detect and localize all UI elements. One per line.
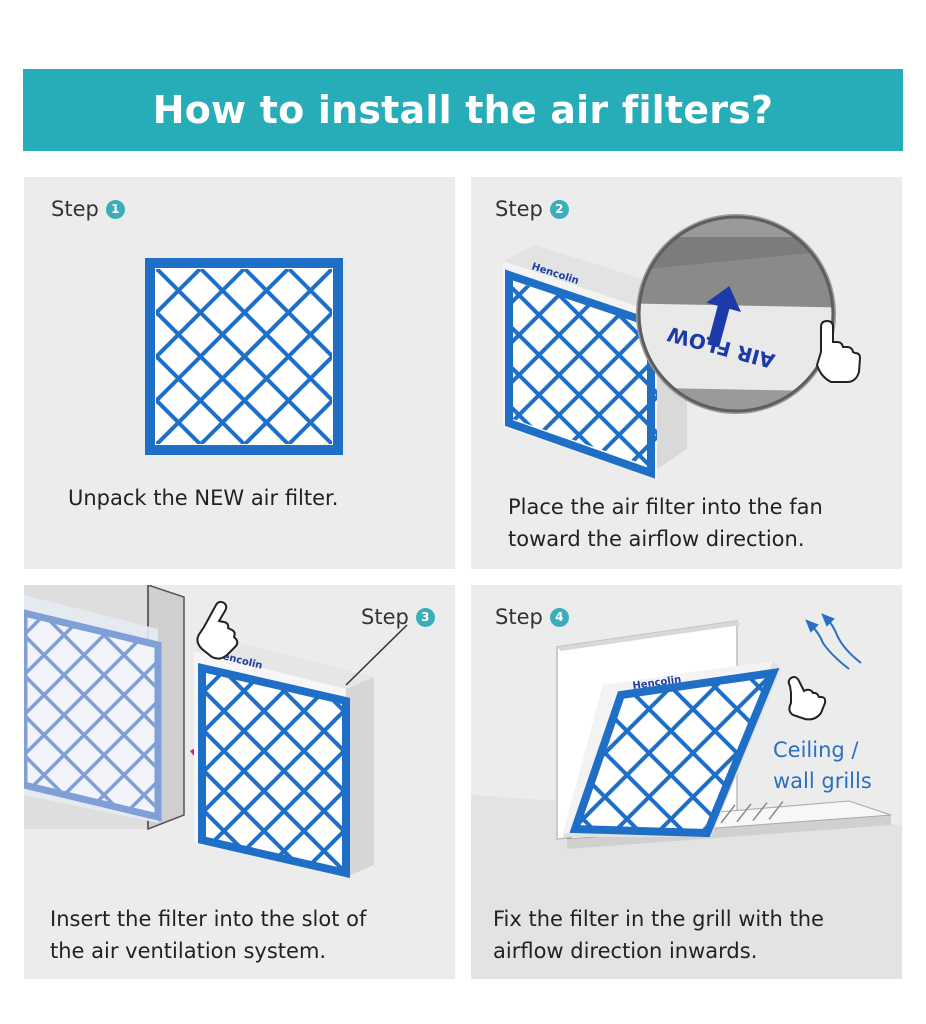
mesh-line — [243, 354, 332, 444]
hand-pointer-icon — [815, 319, 862, 383]
step-3-panel: Hencolin Step 3 Insert the filter into t… — [24, 585, 455, 979]
step-3-caption: Insert the filter into the slot of the a… — [50, 903, 366, 967]
mesh-line — [156, 397, 202, 444]
grill-slat — [720, 804, 736, 824]
mesh-line — [513, 281, 583, 469]
step-label-text: Step — [51, 197, 99, 221]
title-banner: How to install the air filters? — [23, 69, 903, 151]
insert-filter-illustration: Hencolin — [24, 585, 408, 879]
caption-line: Place the air filter into the fan — [508, 495, 823, 519]
air-current-icon — [805, 613, 862, 670]
step-number-badge: 2 — [549, 199, 569, 219]
mesh-line — [603, 673, 773, 833]
mesh-line — [24, 613, 158, 817]
mesh-line — [287, 269, 332, 315]
step-number-badge: 4 — [549, 607, 569, 627]
mesh-line — [287, 398, 332, 444]
caption-line: the air ventilation system. — [50, 939, 327, 963]
mesh-line — [513, 281, 623, 469]
ceiling-grill-illustration: Hencolin — [471, 613, 902, 979]
new-filter-illustration — [145, 258, 343, 455]
hand-pointer-icon — [196, 600, 239, 660]
mesh-line — [292, 668, 346, 873]
caption-line: airflow direction inwards. — [493, 939, 758, 963]
mesh-line — [156, 269, 290, 404]
mesh-line — [199, 310, 332, 444]
step-3-label: Step 3 — [361, 605, 435, 629]
label-line: Ceiling / — [773, 738, 859, 762]
mesh-line — [243, 269, 332, 359]
mesh-line — [24, 613, 136, 817]
mesh-line — [615, 281, 657, 469]
filter-airflow-illustration: Hencolin AIR FLOW — [471, 214, 862, 479]
step-label-text: Step — [495, 605, 543, 629]
label-line: wall grills — [773, 769, 872, 793]
mesh-line — [156, 269, 158, 272]
step-1-panel: Step 1 Unpack the NEW air filter. — [24, 177, 455, 569]
mesh-line — [202, 668, 276, 873]
step-1-caption: Unpack the NEW air filter. — [68, 486, 339, 510]
grill-slat — [736, 803, 752, 823]
mesh-line — [24, 613, 136, 817]
mesh-line — [575, 673, 739, 833]
caption-line: Insert the filter into the slot of — [50, 907, 367, 931]
mesh-line — [156, 269, 332, 444]
mesh-line — [72, 613, 158, 817]
mesh-line — [471, 273, 501, 477]
mesh-line — [202, 668, 316, 873]
mesh-line — [252, 668, 346, 873]
step-2-panel: Step 2 Hencolin AIR FLOW Pla — [471, 177, 902, 569]
step-number-badge: 3 — [415, 607, 435, 627]
step-label-text: Step — [361, 605, 409, 629]
grill-slat — [768, 800, 784, 820]
caption-line: Fix the filter in the grill with the — [493, 907, 824, 931]
mesh-line — [575, 673, 695, 833]
step-2-label: Step 2 — [495, 197, 569, 221]
mesh-line — [202, 668, 276, 873]
caption-line: toward the airflow direction. — [508, 527, 805, 551]
ceiling-wall-grills-label: Ceiling / wall grills — [773, 735, 872, 797]
step-4-panel: Step 4 Hencolin Ceiling / wall — [471, 585, 902, 979]
mesh-line — [575, 673, 651, 833]
mesh-line — [691, 673, 773, 833]
step-4-label: Step 4 — [495, 605, 569, 629]
mesh-line — [575, 281, 657, 469]
page-title: How to install the air filters? — [152, 88, 774, 132]
step-1-label: Step 1 — [51, 197, 125, 221]
mesh-line — [156, 269, 202, 316]
step-label-text: Step — [495, 197, 543, 221]
mesh-line — [202, 668, 346, 873]
mesh-line — [24, 613, 96, 817]
mesh-line — [24, 613, 96, 817]
mesh-line — [32, 613, 158, 817]
mesh-line — [112, 613, 158, 817]
airflow-arrow-icon — [706, 286, 741, 348]
mesh-line — [156, 441, 158, 444]
step-2-caption: Place the air filter into the fan toward… — [508, 491, 823, 555]
mesh-line — [647, 673, 773, 833]
step-number-badge: 1 — [105, 199, 125, 219]
mesh-line — [212, 668, 346, 873]
step-4-caption: Fix the filter in the grill with the air… — [493, 903, 824, 967]
hand-pointer-icon — [787, 676, 827, 721]
mesh-line — [156, 269, 246, 360]
grill-slat — [752, 802, 768, 822]
mesh-line — [471, 273, 501, 477]
mesh-line — [72, 613, 158, 817]
mesh-line — [292, 668, 346, 873]
mesh-line — [252, 668, 346, 873]
